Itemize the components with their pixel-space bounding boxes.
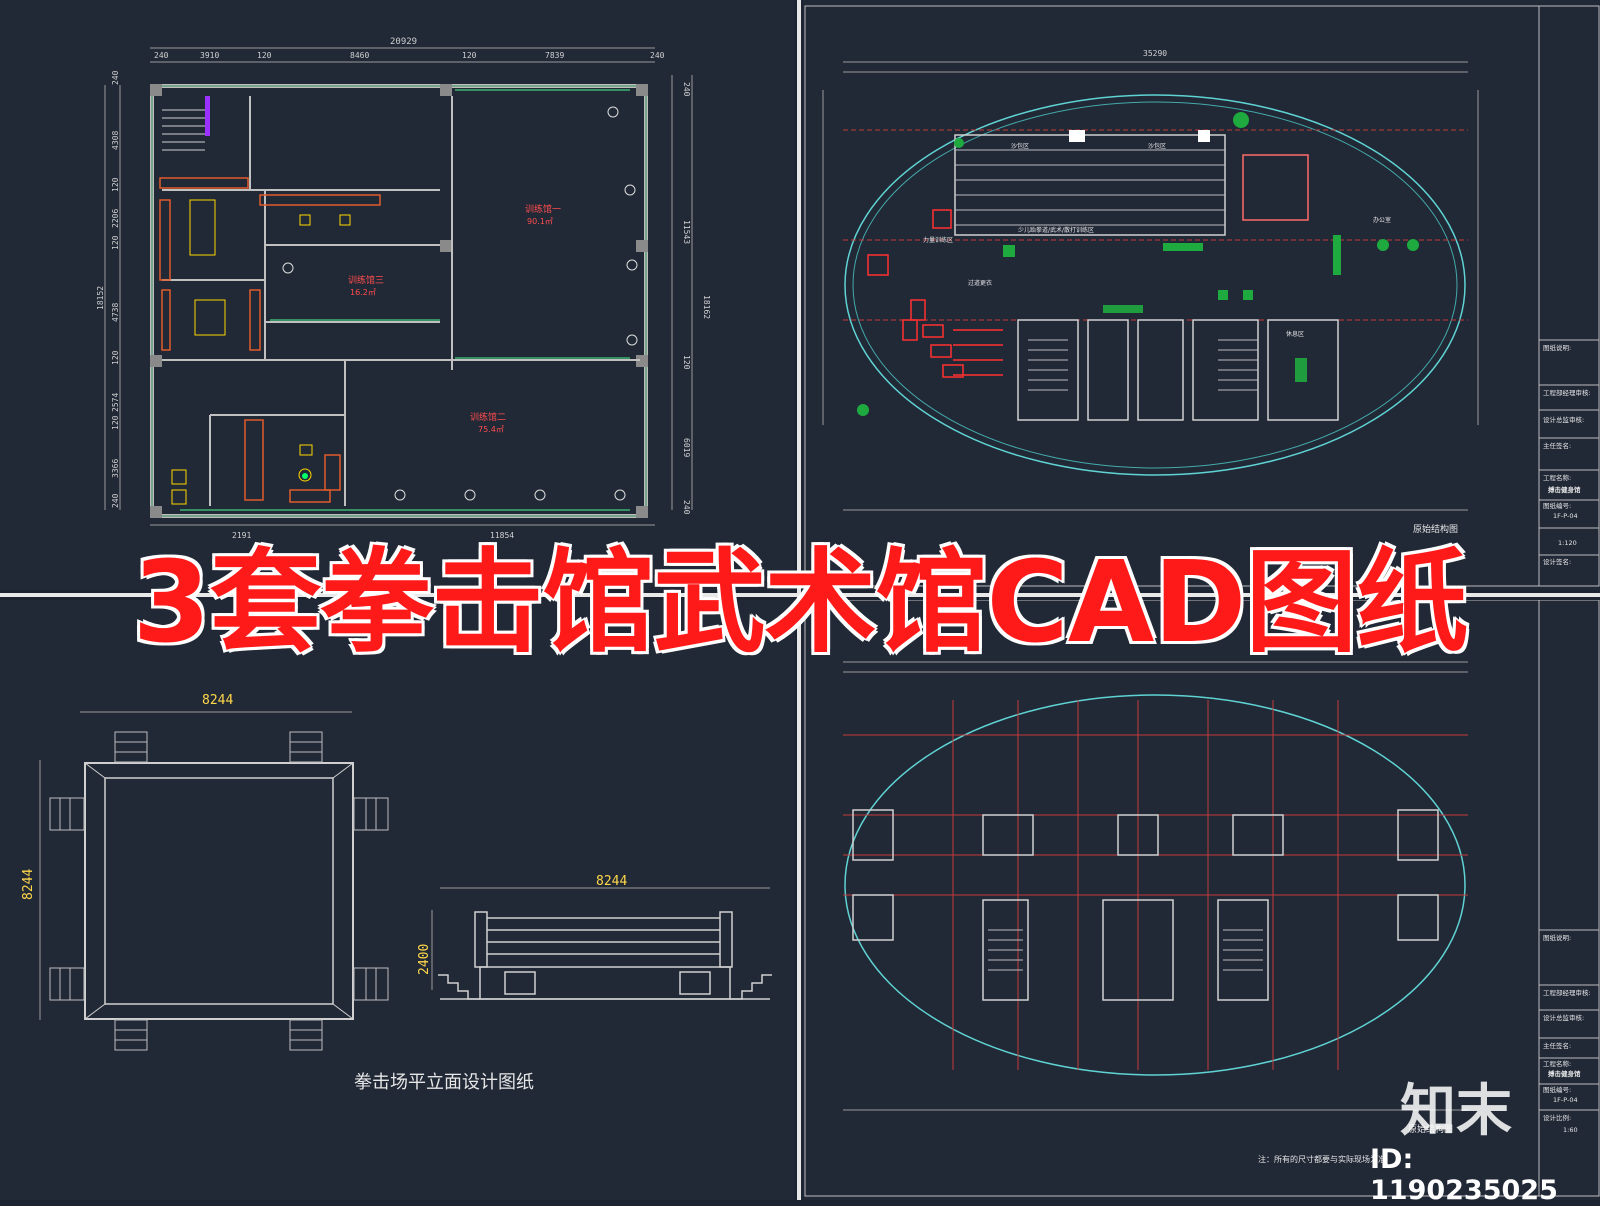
horizontal-divider (0, 593, 1600, 597)
left-dim-10: 120 (111, 415, 120, 430)
left-dim-7: 4738 (111, 303, 120, 322)
ring-caption: 拳击场平立面设计图纸 (354, 1072, 534, 1093)
tb-upper-7: 图纸编号: (1543, 501, 1571, 510)
room-1-name: 训练馆一 (525, 203, 561, 215)
top-dim-1: 240 (154, 51, 169, 60)
floor-plan-b-drawing: 35290 (804, 5, 1600, 587)
left-dim-2: 4308 (111, 131, 120, 150)
left-dim-1: 240 (111, 70, 120, 85)
ring-plan-height: 8244 (21, 869, 36, 900)
plan-b-label-6: 办公室 (1373, 216, 1391, 224)
bottom-dim-1: 2191 (232, 531, 251, 540)
tb-lower-10: 1:60 (1563, 1126, 1578, 1134)
tb-upper-1: 图纸说明: (1543, 343, 1571, 352)
room-3-name: 训练馆三 (348, 274, 384, 286)
room-1-area: 90.1㎡ (527, 217, 553, 226)
room-2-name: 训练馆二 (470, 411, 506, 423)
tb-lower-1: 图纸说明: (1543, 933, 1571, 942)
right-dim-5: 6019 (682, 438, 691, 457)
tb-lower-8: 1F-P-04 (1553, 1096, 1578, 1104)
tb-lower-6: 搏击健身馆 (1548, 1069, 1581, 1078)
plan-b-title: 原始结构图 (1413, 523, 1458, 535)
floor-plan-c-drawing: 原始结构图 注：所有的尺寸都要与实际现场为准 图纸说明: 工程部经理审核: 设计… (804, 600, 1600, 1197)
right-dim-6: 240 (682, 500, 691, 515)
top-dim-2: 3910 (200, 51, 219, 60)
tb-lower-3: 设计总监审核: (1543, 1013, 1584, 1022)
plan-b-label-1: 沙包区 (1011, 142, 1029, 150)
tb-upper-3: 设计总监审核: (1543, 415, 1584, 424)
boxing-ring-sheet: 8244 8244 8244 2400 (0, 600, 795, 1200)
ring-elev-width: 8244 (596, 874, 627, 889)
vertical-divider (797, 0, 801, 1200)
plan-b-label-7: 休息区 (1286, 330, 1304, 338)
plan-b-top-dim: 35290 (1143, 49, 1167, 58)
plan-c-note: 注：所有的尺寸都要与实际现场为准 (1258, 1154, 1386, 1164)
plan-b-label-2: 沙包区 (1148, 142, 1166, 150)
right-dim-1: 240 (682, 82, 691, 97)
title-banner: 3套拳击馆武术馆CAD图纸 (0, 528, 1600, 670)
floor-plan-c: 原始结构图 注：所有的尺寸都要与实际现场为准 图纸说明: 工程部经理审核: 设计… (803, 600, 1600, 1200)
boxing-ring-drawing: 8244 8244 8244 2400 (21, 693, 772, 1051)
left-dim-11: 3366 (111, 459, 120, 478)
floor-plan-b: 35290 (803, 0, 1600, 590)
top-dim-3: 120 (257, 51, 272, 60)
ring-plan-width: 8244 (202, 693, 233, 708)
plan-c-title: 原始结构图 (1408, 1123, 1453, 1135)
bottom-dim-2: 11854 (490, 531, 514, 540)
right-dim-3: 18162 (702, 295, 711, 319)
banner-title: 3套拳击馆武术馆CAD图纸 (131, 537, 1470, 670)
floor-plan-a-drawing: 20929 240 3910 120 8460 120 7839 240 240… (96, 37, 711, 540)
left-dim-12: 240 (111, 493, 120, 508)
right-dim-2: 11543 (682, 220, 691, 244)
ring-elev-height: 2400 (417, 944, 432, 975)
tb-lower-4: 主任签名: (1543, 1041, 1571, 1050)
plan-b-label-5: 过道更衣 (968, 279, 992, 287)
plan-b-label-3: 力量训练区 (923, 236, 953, 244)
top-dim-5: 120 (462, 51, 477, 60)
room-2-area: 75.4㎡ (478, 425, 504, 434)
top-dim-7: 240 (650, 51, 665, 60)
left-dim-3: 120 (111, 177, 120, 192)
tb-lower-2: 工程部经理审核: (1543, 988, 1591, 997)
tb-upper-2: 工程部经理审核: (1543, 388, 1591, 397)
tb-upper-10: 设计签名: (1543, 557, 1571, 566)
top-dim-4: 8460 (350, 51, 369, 60)
tb-lower-9: 设计比例: (1543, 1113, 1571, 1122)
watermark-logo: 知末 (1400, 1079, 1512, 1144)
left-dim-6: 120 (111, 235, 120, 250)
tb-lower-7: 图纸编号: (1543, 1085, 1571, 1094)
floor-plan-a: 20929 240 3910 120 8460 120 7839 240 240… (0, 0, 795, 590)
overall-width-dim: 20929 (390, 37, 417, 47)
tb-upper-6: 搏击健身馆 (1548, 485, 1581, 494)
image-id: ID: 1190235025 (1370, 1144, 1558, 1206)
tb-upper-5: 工程名称: (1543, 473, 1571, 482)
left-dim-8: 120 (111, 350, 120, 365)
tb-lower-5: 工程名称: (1543, 1059, 1571, 1068)
top-dim-6: 7839 (545, 51, 564, 60)
tb-upper-4: 主任签名: (1543, 441, 1571, 450)
left-dim-4: 2206 (111, 209, 120, 228)
tb-upper-9: 1:120 (1558, 539, 1577, 547)
room-3-area: 16.2㎡ (350, 288, 376, 297)
tb-upper-8: 1F-P-04 (1553, 512, 1578, 520)
plan-b-label-4: 少儿跆拳道/武术/散打训练区 (1018, 226, 1094, 234)
left-dim-9: 2574 (111, 393, 120, 412)
right-dim-4: 120 (682, 355, 691, 370)
left-dim-5: 18152 (96, 286, 105, 310)
